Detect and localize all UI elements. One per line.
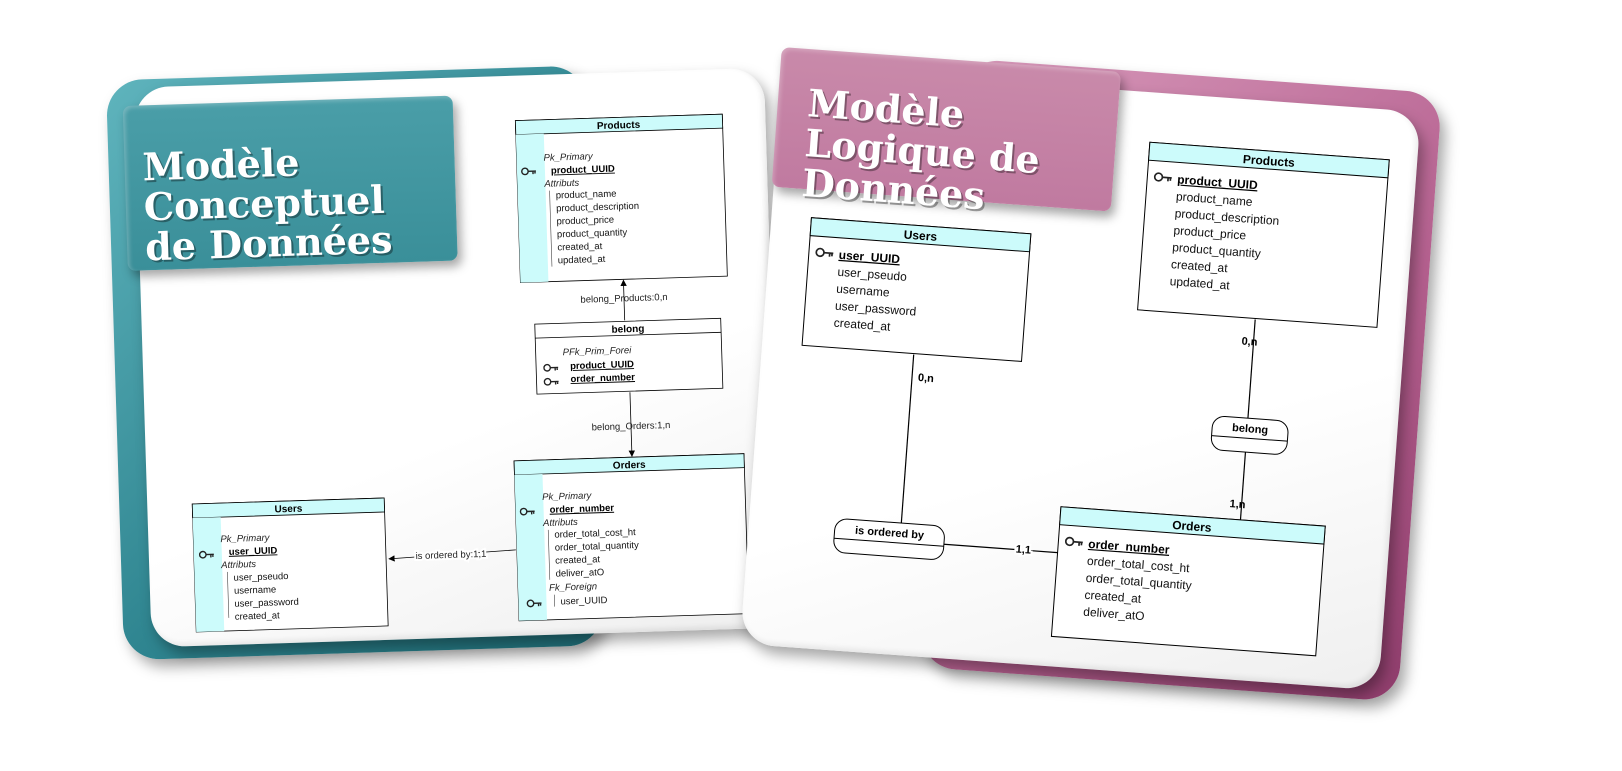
mcd-products-attr: product_price bbox=[556, 215, 614, 228]
mcd-link-belong-products bbox=[620, 279, 627, 321]
mld-link-belong-orders bbox=[1239, 452, 1247, 520]
mcd-orders-attr: created_at bbox=[555, 554, 601, 566]
mcd-orders-attr-label: Attributs bbox=[542, 517, 578, 529]
mld-users-key: user_UUID bbox=[838, 248, 901, 266]
mld-users-attr: username bbox=[836, 282, 891, 300]
mcd-products-attr: product_quantity bbox=[557, 227, 628, 240]
mcd-orders-attr: order_total_cost_ht bbox=[554, 527, 636, 541]
mld-card: Users user_UUID user_pseudo username use… bbox=[740, 65, 1421, 691]
mld-title-box: Modèle Logique de Données bbox=[771, 47, 1121, 218]
mcd-products-key: product_UUID bbox=[551, 164, 615, 177]
mld-products-attr: product_quantity bbox=[1172, 240, 1262, 260]
mld-products-key: product_UUID bbox=[1177, 172, 1259, 192]
mcd-title: Modèle Conceptuel de Données bbox=[141, 139, 394, 270]
mcd-link-label-is-ordered-by: is ordered by:1,1 bbox=[415, 549, 486, 562]
mld-users-attr: user_pseudo bbox=[837, 265, 908, 284]
mcd-link-is-ordered-by bbox=[388, 549, 516, 562]
mld-card-orders-ordered: 1,1 bbox=[1015, 544, 1031, 557]
mcd-orders-attr: deliver_atO bbox=[555, 567, 604, 580]
mld-card-products: 0,n bbox=[1241, 336, 1258, 349]
mld-ordered-title: is ordered by bbox=[855, 525, 926, 542]
mcd-products-attr: product_name bbox=[556, 189, 617, 202]
mcd-belong-pfk-label: PFk_Prim_Forei bbox=[563, 345, 633, 358]
mcd-belong-title: belong bbox=[611, 324, 644, 336]
mcd-orders-key: order_number bbox=[549, 503, 614, 516]
mld-title: Modèle Logique de Données bbox=[800, 80, 1042, 219]
mcd-products-attr: product_description bbox=[556, 201, 639, 215]
mld-belong-title: belong bbox=[1232, 422, 1269, 437]
mcd-panel: Products Pk_Primary product_UUID Attribu… bbox=[86, 49, 805, 681]
mcd-users-pk-label: Pk_Primary bbox=[220, 533, 271, 546]
mld-diagram: Users user_UUID user_pseudo username use… bbox=[801, 141, 1390, 657]
mcd-products-attr-label: Attributs bbox=[543, 178, 579, 190]
mld-panel: Users user_UUID user_pseudo username use… bbox=[738, 45, 1482, 725]
mld-entity-users[interactable]: Users user_UUID user_pseudo username use… bbox=[801, 217, 1032, 362]
mcd-link-belong-orders bbox=[628, 392, 635, 457]
mcd-orders-pk-label: Pk_Primary bbox=[542, 490, 593, 503]
mcd-users-attr-label: Attributs bbox=[220, 559, 256, 571]
mld-association-belong[interactable]: belong bbox=[1210, 415, 1289, 455]
mcd-association-belong[interactable]: belong PFk_Prim_Forei product_UUID order… bbox=[534, 317, 724, 395]
mcd-users-attr: created_at bbox=[235, 610, 281, 622]
mcd-belong-key: product_UUID bbox=[570, 359, 634, 372]
mld-users-attr: user_password bbox=[835, 299, 917, 319]
mld-users-attr: created_at bbox=[833, 316, 891, 334]
mld-products-title: Products bbox=[1242, 152, 1295, 170]
mld-link-ordered-orders bbox=[943, 543, 1058, 554]
mcd-belong-key: order_number bbox=[570, 372, 635, 385]
mld-entity-orders[interactable]: Orders order_number order_total_cost_ht … bbox=[1050, 506, 1326, 657]
mcd-title-box: Modèle Conceptuel de Données bbox=[122, 95, 458, 271]
mcd-users-title: Users bbox=[274, 504, 303, 516]
mcd-orders-title: Orders bbox=[613, 460, 647, 472]
mld-card-orders-belong: 1,n bbox=[1229, 498, 1246, 511]
mcd-users-attr: user_pseudo bbox=[233, 571, 288, 584]
mcd-users-attr: user_password bbox=[234, 597, 299, 610]
mcd-products-attr: updated_at bbox=[558, 254, 606, 266]
mcd-orders-attr: order_total_quantity bbox=[555, 540, 640, 554]
mcd-orders-fk: user_UUID bbox=[560, 595, 607, 607]
mld-products-attr: product_name bbox=[1175, 189, 1253, 209]
mcd-card: Products Pk_Primary product_UUID Attribu… bbox=[134, 67, 782, 648]
mld-products-attr: created_at bbox=[1171, 257, 1229, 275]
mcd-products-pk-label: Pk_Primary bbox=[543, 151, 594, 164]
mld-orders-key: order_number bbox=[1088, 537, 1170, 557]
mcd-users-key: user_UUID bbox=[229, 545, 278, 558]
mcd-entity-users[interactable]: Users Pk_Primary user_UUID Attributs use… bbox=[191, 497, 389, 633]
mcd-link-label-belong-orders: belong_Orders:1,n bbox=[592, 420, 671, 433]
mld-link-products-belong bbox=[1247, 319, 1256, 419]
mcd-entity-products[interactable]: Products Pk_Primary product_UUID Attribu… bbox=[514, 113, 728, 284]
mcd-link-label-belong-products: belong_Products:0,n bbox=[580, 292, 667, 306]
mld-entity-products[interactable]: Products product_UUID product_name produ… bbox=[1137, 141, 1390, 328]
mld-orders-title: Orders bbox=[1172, 518, 1213, 535]
mld-link-users-ordered bbox=[900, 354, 915, 524]
mld-orders-attr: deliver_atO bbox=[1083, 605, 1145, 623]
mcd-products-attr: created_at bbox=[557, 241, 603, 253]
mcd-orders-fk-label: Fk_Foreign bbox=[549, 581, 597, 594]
mld-products-attr: product_price bbox=[1173, 223, 1247, 242]
mcd-entity-orders[interactable]: Orders Pk_Primary order_number Attributs… bbox=[513, 453, 750, 622]
mcd-users-attr: username bbox=[234, 584, 277, 596]
mcd-products-title: Products bbox=[597, 120, 641, 132]
mld-users-title: Users bbox=[903, 228, 938, 244]
mld-products-attr: updated_at bbox=[1169, 274, 1231, 292]
mld-association-is-ordered-by[interactable]: is ordered by bbox=[833, 518, 945, 560]
mcd-diagram: Products Pk_Primary product_UUID Attribu… bbox=[191, 113, 750, 633]
mld-card-users: 0,n bbox=[918, 372, 935, 385]
mld-orders-attr: created_at bbox=[1084, 588, 1142, 606]
